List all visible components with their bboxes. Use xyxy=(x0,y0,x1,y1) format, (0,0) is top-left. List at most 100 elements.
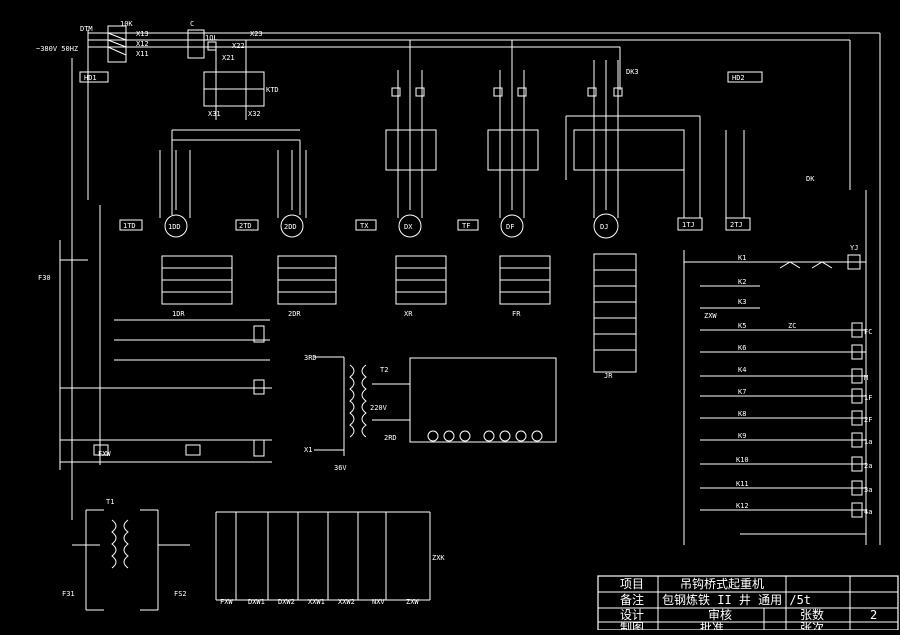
fuse-fs2: FS2 xyxy=(174,590,187,598)
motor-2dd-symbol xyxy=(280,214,304,238)
resistor-1dr-label: 1DR xyxy=(172,310,185,318)
zxw-label: ZXW xyxy=(704,312,717,320)
output-1f: 1F xyxy=(864,394,872,402)
ktd-contact-block xyxy=(171,40,301,215)
hd1-label: HD1 xyxy=(84,74,97,82)
t1-label: T1 xyxy=(106,498,114,506)
motor-1td-box: 1TD xyxy=(123,222,136,230)
relay-k1: K1 xyxy=(738,254,746,262)
relay-k8: K8 xyxy=(738,410,746,418)
fuse-f30: F30 xyxy=(38,274,51,282)
motor-dj-name: DJ xyxy=(600,223,608,231)
motor-1dd: 1DD 1TD 1DR xyxy=(119,150,233,318)
title-sheet-label: 张次 xyxy=(800,621,824,630)
brake-1tj: 1TJ xyxy=(682,221,695,229)
title-project-value: 吊钩桥式起重机 xyxy=(680,577,764,591)
x21-label: X21 xyxy=(222,54,235,62)
transformer-t1-section: T1 F31 FS2 FXW DXW1 DXW2 XXW1 XXW2 NXV Z… xyxy=(62,498,445,611)
relay-labels: K1 K2 K3 K4 K5 K6 K7 K8 K9 K10 K11 K12 Y… xyxy=(704,244,872,516)
ktd-label: KTD xyxy=(266,86,279,94)
output-4a: 4a xyxy=(864,508,872,516)
x13-label: X13 xyxy=(136,30,149,38)
brakes: 1TJ 2TJ xyxy=(677,116,751,231)
motor-2dd-name: 2DD xyxy=(284,223,297,231)
fuse-f31: F31 xyxy=(62,590,75,598)
motor-2td-box: 2TD xyxy=(239,222,252,230)
resistor-jr-label: JR xyxy=(604,372,613,380)
dtm-label: DTM xyxy=(80,25,93,33)
motor-2dd: 2DD 2TD 2DR xyxy=(235,150,337,318)
t2-label: T2 xyxy=(380,366,388,374)
title-sheets-label: 张数 xyxy=(800,607,824,622)
fuse-3rd: 2RD xyxy=(384,434,397,442)
motor-tf-box: TF xyxy=(462,222,470,230)
resistor-2dr-label: 2DR xyxy=(288,310,301,318)
motor-dx-name: DX xyxy=(404,223,413,231)
qs-label: 1QL xyxy=(205,34,218,42)
switch-dxw2: DXW2 xyxy=(278,598,295,606)
dk3-label: DK3 xyxy=(626,68,639,76)
output-m: M xyxy=(864,374,868,382)
relay-k2: K2 xyxy=(738,278,746,286)
resistor-jr xyxy=(593,253,637,373)
output-1a: 1a xyxy=(864,438,872,446)
node-x2: X1 xyxy=(304,446,312,454)
x23-label: X23 xyxy=(250,30,263,38)
fxw-top-label: FXW xyxy=(98,450,111,458)
main-power-bus xyxy=(71,25,881,545)
x31-label: X31 xyxy=(208,110,221,118)
switch-fxw: FXW xyxy=(220,598,233,606)
x32-label: X32 xyxy=(248,110,261,118)
relay-k12: K12 xyxy=(736,502,749,510)
output-yj: YJ xyxy=(850,244,858,252)
relay-k3: K3 xyxy=(738,298,746,306)
right-control-ladder xyxy=(683,190,867,545)
relay-k9: K9 xyxy=(738,432,746,440)
c-label: C xyxy=(190,20,194,28)
supply-labels: ~380V 50HZ DTM X13 X12 X11 10K X22 X23 X… xyxy=(36,20,815,183)
relay-k6: K6 xyxy=(738,344,746,352)
relay-k11: K11 xyxy=(736,480,749,488)
motor-dx-symbol xyxy=(398,214,422,238)
relay-k5: K5 xyxy=(738,322,746,330)
motor-df-name: DF xyxy=(506,223,514,231)
node-x1: 3RD xyxy=(304,354,317,362)
motor-tx-box: TX xyxy=(360,222,369,230)
motor-dx: DX TX XR xyxy=(355,40,447,318)
hd2-label: HD2 xyxy=(732,74,745,82)
title-remark-label: 备注 xyxy=(620,592,644,607)
output-zc: ZC xyxy=(788,322,796,330)
switch-nxv: NXV xyxy=(372,598,385,606)
left-control-ladder: F30 FXW xyxy=(38,205,272,470)
switch-dxw1: DXW1 xyxy=(248,598,265,606)
switch-zxk: ZXK xyxy=(432,554,445,562)
motor-1dd-symbol xyxy=(164,214,188,238)
output-2f: 2F xyxy=(864,416,872,424)
title-block: 项目 吊钩桥式起重机 备注 包钢炼铁 II 井 通用 /5t 设计 审核 张数 … xyxy=(597,575,899,635)
switch-xxw1: XXW1 xyxy=(308,598,325,606)
title-remark-value: 包钢炼铁 II 井 通用 /5t xyxy=(662,592,811,607)
brake-2tj: 2TJ xyxy=(730,221,743,229)
switch-xxw2: XXW2 xyxy=(338,598,355,606)
x22-label: X22 xyxy=(232,42,245,50)
title-project-label: 项目 xyxy=(620,577,644,591)
title-sheet-no: 2 xyxy=(870,608,877,622)
resistor-xr-label: XR xyxy=(404,310,413,318)
k10-label: 10K xyxy=(120,20,133,28)
supply-voltage-label: ~380V 50HZ xyxy=(36,45,78,53)
motor-1dd-name: 1DD xyxy=(168,223,181,231)
resistor-fr-label: FR xyxy=(512,310,521,318)
relay-k7: K7 xyxy=(738,388,746,396)
output-2a: 2a xyxy=(864,462,872,470)
transformer-t2-section: 3RD X1 T2 220V 2RD 36V xyxy=(304,354,557,472)
title-approve-label: 批准 xyxy=(700,620,724,630)
x12-label: X12 xyxy=(136,40,149,48)
output-fc: FC xyxy=(864,328,872,336)
dk-label: DK xyxy=(806,175,815,183)
relay-k10: K10 xyxy=(736,456,749,464)
voltage-220v: 220V xyxy=(370,404,388,412)
motor-df-symbol xyxy=(500,214,524,238)
output-3a: 3a xyxy=(864,486,872,494)
title-design-label: 设计 xyxy=(620,608,644,622)
